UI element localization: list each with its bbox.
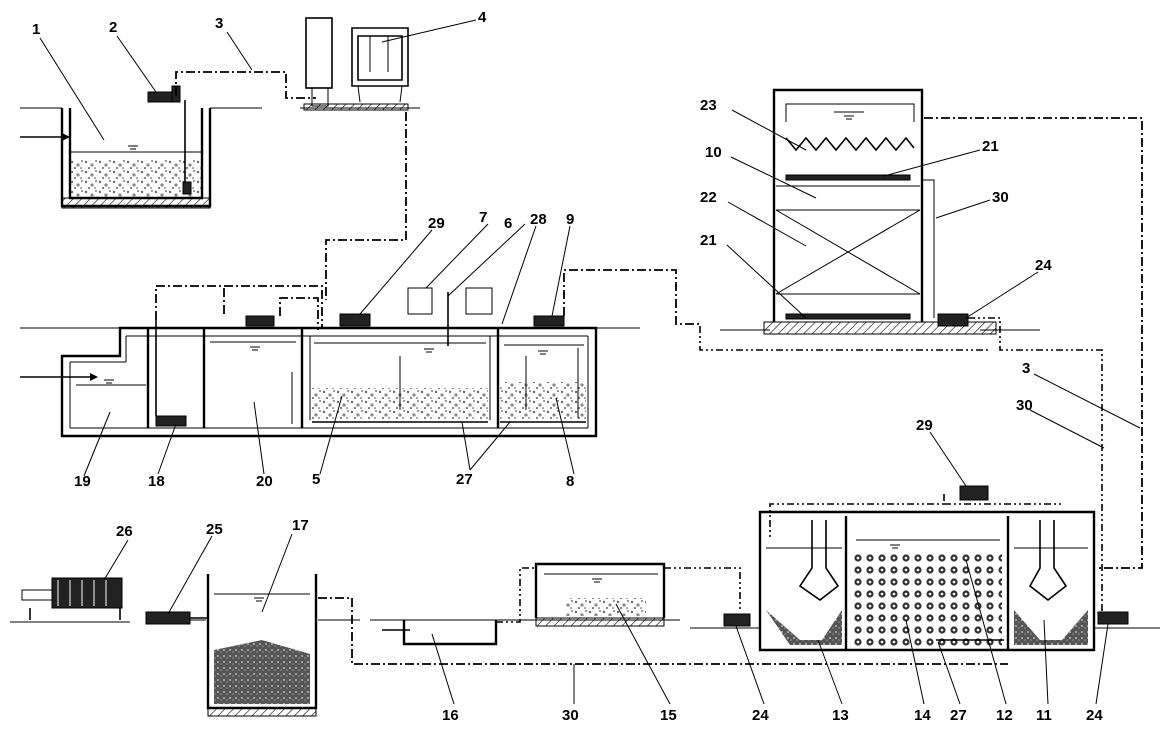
label-2: 2 xyxy=(109,19,117,36)
pipe-3-upper xyxy=(175,71,316,99)
pipe-recycle-1 xyxy=(155,285,323,328)
label-8: 8 xyxy=(566,473,574,490)
label-21-upper: 21 xyxy=(982,138,999,155)
label-24-bottom-right: 24 xyxy=(1086,707,1103,724)
label-27-middle: 27 xyxy=(456,471,473,488)
label-30-right: 30 xyxy=(1016,397,1033,414)
label-23: 23 xyxy=(700,97,717,114)
pipe-30-bottom xyxy=(318,597,1008,665)
dosing-unit-4 xyxy=(303,17,409,111)
label-group: 1 2 3 4 23 10 21 22 30 21 24 29 7 6 28 9… xyxy=(32,9,1103,724)
label-12: 12 xyxy=(996,707,1013,724)
leader-lines xyxy=(39,19,1141,705)
label-5: 5 xyxy=(312,471,320,488)
label-3-right: 3 xyxy=(1022,360,1030,377)
tower-10 xyxy=(720,88,1040,335)
label-3: 3 xyxy=(215,15,223,32)
pipe-aeration xyxy=(769,494,1064,540)
pipe-to-tower xyxy=(563,269,700,325)
label-20: 20 xyxy=(256,473,273,490)
label-16: 16 xyxy=(442,707,459,724)
label-28: 28 xyxy=(530,211,547,228)
label-29-bottom: 29 xyxy=(916,417,933,434)
label-29-middle: 29 xyxy=(428,215,445,232)
pipe-15-16 xyxy=(496,567,536,623)
label-17: 17 xyxy=(292,517,309,534)
sedimentation-15 xyxy=(500,562,680,627)
collection-tank-1 xyxy=(20,100,420,209)
label-24-tower: 24 xyxy=(1035,257,1052,274)
label-1: 1 xyxy=(32,21,40,38)
sludge-tank-17 xyxy=(160,574,360,717)
label-30-tower: 30 xyxy=(992,189,1009,206)
reactor-11-12-13 xyxy=(690,485,1160,652)
label-7: 7 xyxy=(479,209,487,226)
pipe-15-to-13 xyxy=(664,567,741,612)
pipe-30-right xyxy=(968,317,1103,612)
label-15: 15 xyxy=(660,707,677,724)
label-11: 11 xyxy=(1036,707,1052,724)
label-26: 26 xyxy=(116,523,133,540)
pipe-recycle-2 xyxy=(223,288,319,330)
label-18: 18 xyxy=(148,473,165,490)
label-24-bottom-left: 24 xyxy=(752,707,769,724)
main-tank-block xyxy=(20,287,640,438)
label-14: 14 xyxy=(914,707,931,724)
label-30-bottom: 30 xyxy=(562,707,579,724)
pipe-dosing-drop xyxy=(325,112,407,300)
label-21-lower: 21 xyxy=(700,232,717,249)
label-25: 25 xyxy=(206,521,223,538)
label-4: 4 xyxy=(478,9,487,26)
label-10: 10 xyxy=(705,144,722,161)
label-13: 13 xyxy=(832,707,849,724)
pipe-3-right xyxy=(924,117,1143,569)
tank-16 xyxy=(370,619,500,646)
label-19: 19 xyxy=(74,473,91,490)
label-22: 22 xyxy=(700,189,717,206)
pipe-tower-return xyxy=(699,326,990,351)
filter-press-26 xyxy=(10,577,191,625)
label-6: 6 xyxy=(504,215,512,232)
label-27-bottom: 27 xyxy=(950,707,967,724)
label-9: 9 xyxy=(566,211,574,228)
